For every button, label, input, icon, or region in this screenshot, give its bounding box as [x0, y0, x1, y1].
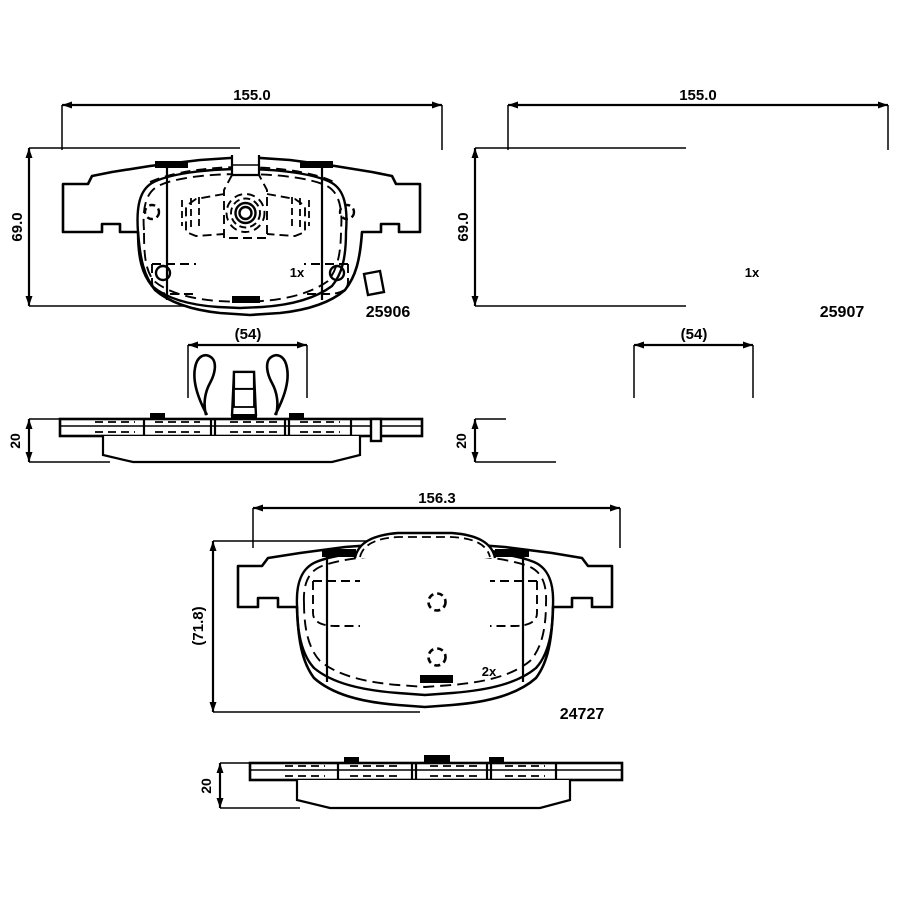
- part-number-24727: 24727: [560, 706, 605, 723]
- dim-height-label-25907: 69.0: [455, 212, 472, 241]
- dimension-clip-54-a: (54): [187, 326, 308, 398]
- wear-sensor-tab-25906: [362, 269, 386, 297]
- dim-thickness-label-a: 20: [7, 433, 23, 449]
- quantity-label-25907: 1x: [745, 265, 760, 280]
- dim-clip-label-a: (54): [235, 326, 262, 343]
- part-number-25907: 25907: [820, 304, 865, 321]
- dimension-height-25907: 69.0: [455, 147, 686, 307]
- pad-side-body-24727: [248, 753, 624, 810]
- dimension-height-24727: (71.8): [190, 540, 420, 713]
- dimension-clip-54-b: (54): [633, 326, 754, 398]
- dimension-width-24727: 156.3: [252, 490, 621, 548]
- pad-body-24727: [236, 531, 614, 709]
- view-side-25907: (54) 20: [453, 326, 754, 463]
- view-side-25906: (54) 20: [7, 326, 424, 464]
- view-pad-25906: 155.0 69.0 1x 25906: [9, 87, 443, 321]
- view-pad-25907: 155.0 69.0 1x 25907: [455, 87, 889, 321]
- dim-thickness-label-c: 20: [198, 778, 214, 794]
- dimension-thickness-20-a: 20: [7, 418, 110, 463]
- dim-thickness-label-b: 20: [453, 433, 469, 449]
- dimension-thickness-20-b: 20: [453, 418, 556, 463]
- view-side-24727: 20: [198, 753, 624, 810]
- view-pad-24727: 156.3 (71.8) 2x 24727: [190, 490, 621, 723]
- dimension-width-25907: 155.0: [507, 87, 889, 150]
- pad-side-body-25906: [58, 353, 424, 464]
- dim-clip-label-b: (54): [681, 326, 708, 343]
- dimension-thickness-20-c: 20: [198, 762, 300, 809]
- dim-height-label-25906: 69.0: [9, 212, 26, 241]
- dim-height-label-24727: (71.8): [190, 606, 207, 645]
- dim-width-label-25906: 155.0: [233, 87, 271, 104]
- part-number-25906: 25906: [366, 304, 411, 321]
- dim-width-label-25907: 155.0: [679, 87, 717, 104]
- quantity-label-25906: 1x: [290, 265, 305, 280]
- dimension-width-25906: 155.0: [61, 87, 443, 150]
- quantity-label-24727: 2x: [482, 664, 497, 679]
- dim-width-label-24727: 156.3: [418, 490, 456, 507]
